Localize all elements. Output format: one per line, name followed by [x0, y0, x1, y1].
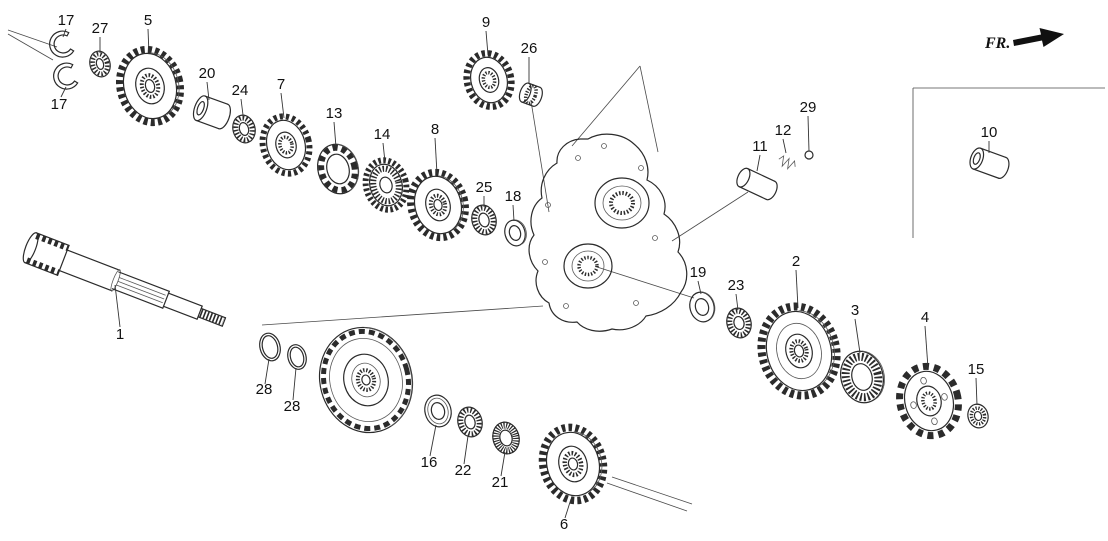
callout-19: 19 — [690, 264, 707, 281]
fr-direction-indicator: FR. — [984, 28, 1064, 52]
callout-18: 18 — [505, 188, 522, 205]
callout-13: 13 — [326, 105, 343, 122]
leader-lines — [60, 28, 990, 519]
part-15-nut — [967, 403, 989, 429]
part-11-pin — [736, 167, 778, 201]
part-14-gear — [362, 157, 410, 213]
witness-lines — [7, 29, 1105, 512]
part-7-gear — [259, 113, 313, 177]
part-26-bearing — [518, 82, 543, 107]
part-17-snap-ring-b — [53, 62, 79, 90]
part-10-collar — [969, 147, 1010, 179]
part-5-gear — [115, 45, 185, 127]
part-6-gear — [538, 423, 608, 505]
fr-label: FR. — [984, 35, 1010, 52]
part-28-ring-a — [259, 332, 281, 362]
part-28-ring-b — [287, 344, 307, 370]
part-23-bearing — [726, 307, 752, 339]
callout-21: 21 — [492, 474, 509, 491]
callout-10: 10 — [981, 124, 998, 141]
part-1-countershaft — [22, 232, 227, 327]
callout-7: 7 — [277, 76, 285, 93]
callout-29: 29 — [800, 99, 817, 116]
part-12-spring — [778, 155, 796, 171]
part-27-washer — [89, 50, 111, 78]
callout-27: 27 — [92, 20, 109, 37]
part-21-bearing — [492, 421, 520, 455]
part-18-washer — [504, 219, 527, 247]
callout-2: 2 — [792, 253, 800, 270]
part-2-gear — [757, 302, 841, 400]
part-16-washer — [424, 394, 452, 428]
callout-11: 11 — [752, 138, 768, 155]
callout-1: 1 — [116, 326, 124, 343]
callout-28-a: 28 — [256, 381, 273, 398]
callout-labels: 17 27 5 17 20 24 7 13 14 8 9 26 25 18 11… — [51, 12, 998, 533]
part-19-washer — [689, 291, 716, 323]
callout-6: 6 — [560, 516, 568, 533]
callout-12: 12 — [775, 122, 792, 139]
callout-23: 23 — [728, 277, 745, 294]
callout-16: 16 — [421, 454, 438, 471]
callout-22: 22 — [455, 462, 472, 479]
part-8-gear — [407, 168, 469, 242]
part-9-gear — [463, 50, 515, 110]
callout-26: 26 — [521, 40, 538, 57]
transmission-case — [528, 133, 688, 332]
part-20-collar — [192, 95, 231, 130]
callout-5: 5 — [144, 12, 152, 29]
callout-24: 24 — [232, 82, 249, 99]
part-29-ball — [804, 150, 814, 160]
part-13-ring — [317, 143, 360, 195]
callout-17-top: 17 — [58, 12, 75, 29]
clutch-drum — [318, 326, 414, 434]
part-17-snap-ring-a — [49, 30, 75, 58]
callout-20: 20 — [199, 65, 216, 82]
callout-9: 9 — [482, 14, 490, 31]
part-24-bearing — [232, 114, 256, 144]
callout-8: 8 — [431, 121, 439, 138]
part-4-gear — [896, 362, 962, 440]
callout-4: 4 — [921, 309, 929, 326]
callout-25: 25 — [476, 179, 493, 196]
callout-14: 14 — [374, 126, 391, 143]
part-3-bearing — [840, 350, 885, 404]
part-22-bearing — [457, 406, 483, 438]
callout-17-bottom: 17 — [51, 96, 68, 113]
callout-28-b: 28 — [284, 398, 301, 415]
fr-arrow-icon — [1013, 28, 1064, 47]
callout-3: 3 — [851, 302, 859, 319]
part-25-bearing — [471, 204, 497, 236]
callout-15: 15 — [968, 361, 985, 378]
